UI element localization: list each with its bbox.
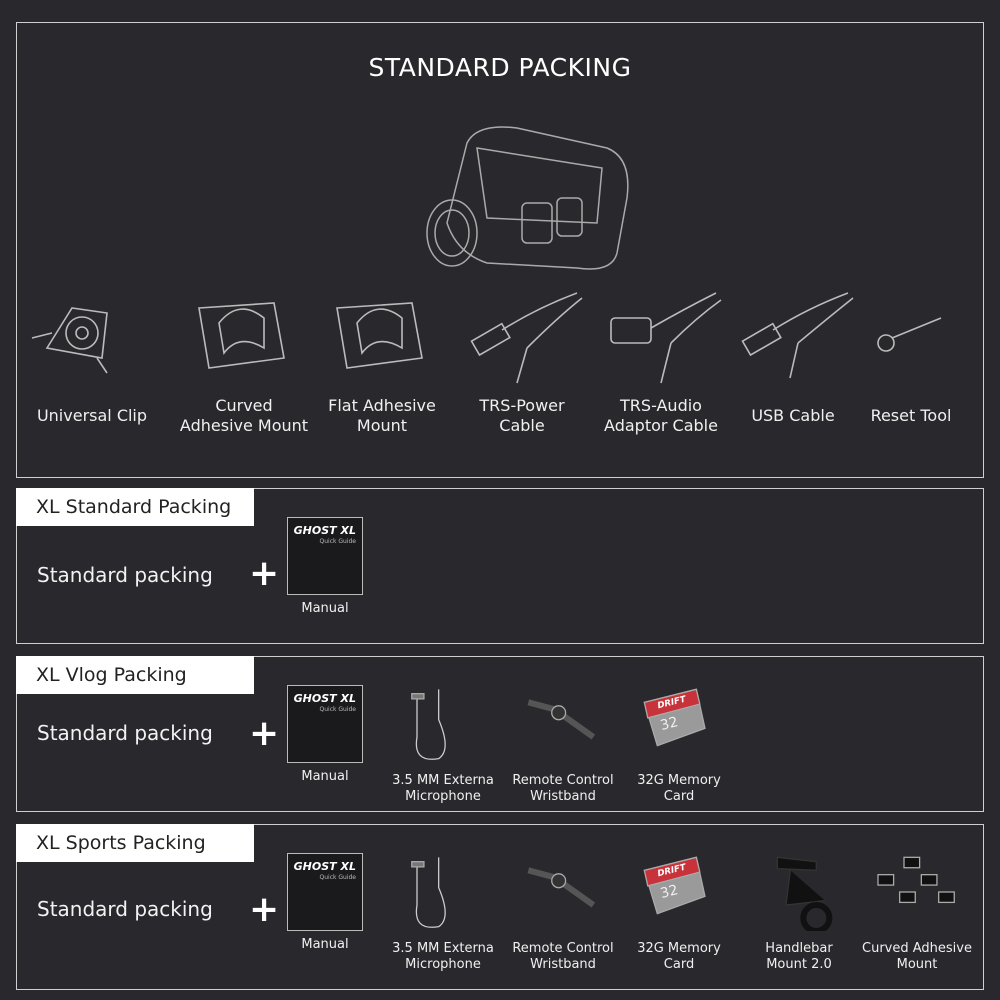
item-illustration — [198, 302, 285, 369]
item-illustration — [336, 302, 423, 369]
item-illustration — [470, 292, 583, 384]
xl-vlog-section: XL Vlog Packing Standard packing + GHOST… — [16, 656, 984, 812]
item-illustration — [741, 292, 854, 379]
standard-item: USB Cable — [718, 288, 868, 426]
item-label: Universal Clip — [36, 406, 148, 425]
item-illustration — [610, 292, 722, 384]
section-tab: XL Sports Packing — [16, 824, 254, 862]
section-tab: XL Standard Packing — [16, 488, 254, 526]
manual-label: Manual — [301, 937, 349, 952]
standard-packing-label: Standard packing — [37, 897, 213, 921]
card-size: 32 — [659, 882, 680, 902]
item-label: Reset Tool — [870, 406, 952, 425]
standard-item: Universal Clip — [17, 288, 167, 426]
item-illustration — [31, 307, 108, 374]
handlebar-illustration — [776, 856, 833, 935]
card-size: 32 — [659, 714, 680, 734]
standard-item: Reset Tool — [836, 288, 986, 426]
manual-label: Manual — [301, 601, 349, 616]
curved-illustration — [877, 856, 955, 904]
xl-sports-section: XL Sports Packing Standard packing + GHO… — [16, 824, 984, 990]
item-illustration — [877, 317, 942, 352]
wrist-illustration — [527, 867, 596, 908]
mic-illustration — [411, 857, 446, 928]
plus-icon: + — [249, 713, 280, 754]
manual-label: Manual — [301, 769, 349, 784]
camera-illustration — [426, 126, 629, 270]
section-tab: XL Vlog Packing — [16, 656, 254, 694]
standard-packing-label: Standard packing — [37, 721, 213, 745]
item-label: USB Cable — [751, 406, 835, 425]
standard-packing-label: Standard packing — [37, 563, 213, 587]
wrist-illustration — [527, 699, 596, 740]
plus-icon: + — [249, 889, 280, 930]
xl-standard-section: XL Standard Packing Standard packing + G… — [16, 488, 984, 644]
standard-packing-title: STANDARD PACKING — [368, 53, 632, 82]
mic-illustration — [411, 689, 446, 760]
plus-icon: + — [249, 553, 280, 594]
